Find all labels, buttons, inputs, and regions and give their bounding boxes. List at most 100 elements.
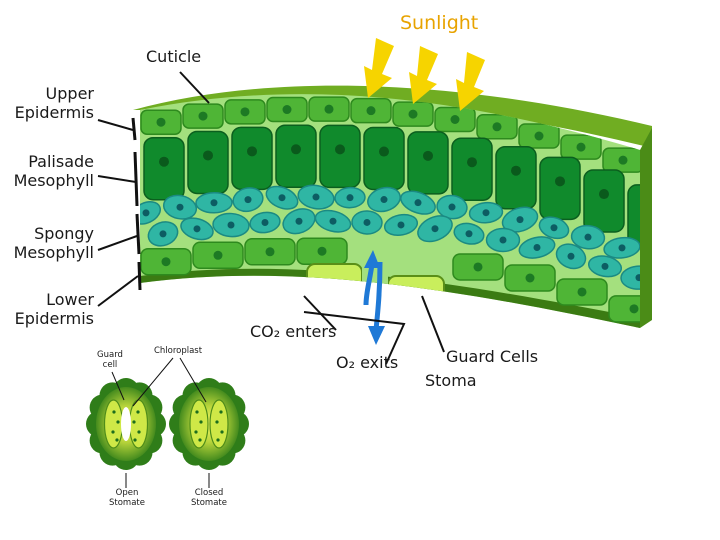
palisade-cell xyxy=(320,125,360,187)
cell-nucleus xyxy=(330,218,337,225)
cell-nucleus xyxy=(241,107,250,116)
lower-epidermis-label-line2: Epidermis xyxy=(6,309,94,328)
cell-nucleus xyxy=(211,199,218,206)
cell-nucleus xyxy=(466,230,473,237)
cell-nucleus xyxy=(266,247,275,256)
layer-brackets xyxy=(133,118,140,290)
chloroplast-dot xyxy=(115,438,118,441)
cell-nucleus xyxy=(381,196,388,203)
cell-nucleus xyxy=(568,253,575,260)
cell-nucleus xyxy=(415,199,422,206)
palisade-mesophyll-label: Palisade Mesophyll xyxy=(6,152,94,190)
palisade-cell xyxy=(452,138,492,200)
co2-enters-label: CO₂ enters xyxy=(250,322,336,341)
closed-stomate-illustration xyxy=(169,378,249,470)
cell-nucleus xyxy=(551,224,558,231)
cell-nucleus xyxy=(364,219,371,226)
cell-nucleus xyxy=(262,219,269,226)
open-stomate-line2: Stomate xyxy=(104,498,150,508)
palisade-cell xyxy=(496,147,536,209)
open-stomate-illustration xyxy=(86,378,166,470)
chloroplast-dot xyxy=(111,430,114,433)
chloroplast-dot xyxy=(199,420,202,423)
open-stomate-line1: Open xyxy=(104,488,150,498)
closed-stomate-line2: Stomate xyxy=(186,498,232,508)
cell-nucleus xyxy=(143,209,150,216)
cell-nucleus xyxy=(203,150,213,160)
spongy-label-line1: Spongy xyxy=(6,224,94,243)
cuticle-label: Cuticle xyxy=(146,47,201,66)
cell-nucleus xyxy=(279,194,286,201)
palisade-cell xyxy=(232,127,272,189)
cell-nucleus xyxy=(534,244,541,251)
sunlight-label: Sunlight xyxy=(400,14,478,33)
chloroplast-dot xyxy=(219,410,222,413)
inset-chloroplast-label: Chloroplast xyxy=(148,346,208,356)
chloroplast-dot xyxy=(220,430,223,433)
upper-epidermis-label-line2: Epidermis xyxy=(10,103,94,122)
cell-nucleus xyxy=(347,194,354,201)
cell-nucleus xyxy=(162,257,171,266)
upper-epidermis-label: Upper Epidermis xyxy=(10,84,94,122)
chloroplast-dot xyxy=(194,430,197,433)
cell-nucleus xyxy=(483,209,490,216)
chloroplast-dot xyxy=(133,438,136,441)
cell-nucleus xyxy=(493,122,502,131)
guard-cell-right xyxy=(388,276,444,306)
palisade-label-line1: Palisade xyxy=(6,152,94,171)
cell-nucleus xyxy=(409,110,418,119)
cell-nucleus xyxy=(526,274,535,283)
inset-guard-cell-line2: cell xyxy=(90,360,130,370)
lower-epidermis-label-line1: Lower xyxy=(6,290,94,309)
cell-nucleus xyxy=(318,247,327,256)
chloroplast-dot xyxy=(136,410,139,413)
cell-nucleus xyxy=(555,176,565,186)
chloroplast-dot xyxy=(112,410,115,413)
stoma-label: Stoma xyxy=(425,371,477,390)
chloroplast-dot xyxy=(195,410,198,413)
o2-exits-label: O₂ exits xyxy=(336,353,398,372)
chloroplast-dot xyxy=(198,438,201,441)
spongy-label-line2: Mesophyll xyxy=(6,243,94,262)
chloroplast-dot xyxy=(216,438,219,441)
cell-nucleus xyxy=(160,230,167,237)
lower-epidermis-label: Lower Epidermis xyxy=(6,290,94,328)
cell-nucleus xyxy=(214,251,223,260)
chloroplast-dot xyxy=(137,430,140,433)
cell-nucleus xyxy=(247,146,257,156)
cell-nucleus xyxy=(630,304,639,313)
cell-nucleus xyxy=(398,221,405,228)
chloroplast-dot xyxy=(132,420,135,423)
stomatal-pore xyxy=(121,407,131,441)
cell-nucleus xyxy=(467,157,477,167)
cell-nucleus xyxy=(451,115,460,124)
palisade-label-line2: Mesophyll xyxy=(6,171,94,190)
cell-nucleus xyxy=(283,105,292,114)
inset-guard-cell xyxy=(105,400,123,448)
cell-nucleus xyxy=(325,105,334,114)
cell-nucleus xyxy=(199,112,208,121)
palisade-cell xyxy=(188,131,228,193)
guard-cell-left xyxy=(307,264,362,294)
closed-stomate-line1: Closed xyxy=(186,488,232,498)
palisade-cell xyxy=(276,125,316,187)
palisade-cell xyxy=(584,170,624,232)
o2-arrow-head xyxy=(368,326,385,345)
leaf-side-face xyxy=(640,128,652,328)
cell-nucleus xyxy=(619,156,628,165)
guard-cells-label: Guard Cells xyxy=(446,347,538,366)
inset-closed-stomate-label: Closed Stomate xyxy=(186,488,232,508)
inset-open-stomate-label: Open Stomate xyxy=(104,488,150,508)
cell-nucleus xyxy=(423,151,433,161)
cell-nucleus xyxy=(602,263,609,270)
cell-nucleus xyxy=(577,143,586,152)
cell-nucleus xyxy=(159,157,169,167)
cell-nucleus xyxy=(585,234,592,241)
palisade-cell xyxy=(364,128,404,190)
cell-nucleus xyxy=(599,189,609,199)
cell-nucleus xyxy=(245,196,252,203)
cell-nucleus xyxy=(194,225,201,232)
stomate-body xyxy=(179,387,239,461)
inset-guard-cell-label: Guard cell xyxy=(90,350,130,370)
